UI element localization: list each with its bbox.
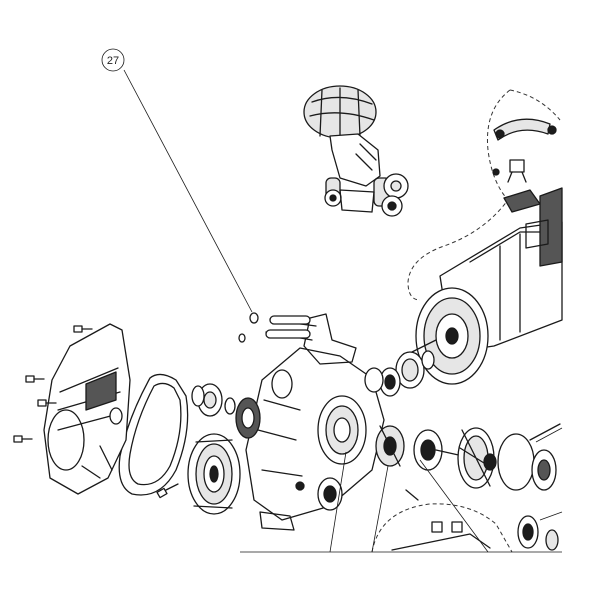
callout-27: 27 [101, 48, 253, 313]
o-ring-part [249, 312, 259, 324]
belt-cover [43, 323, 131, 495]
callout-number: 27 [107, 55, 119, 67]
screw [73, 325, 93, 333]
screw [37, 399, 57, 407]
bottom-fasteners [391, 489, 491, 551]
output-gear-assembly [413, 423, 561, 551]
detail-boundary-bottom [371, 503, 513, 553]
brush-holder [492, 118, 557, 213]
handle-grip [303, 85, 409, 217]
callout-circle [101, 48, 125, 72]
motor-housing [403, 187, 563, 385]
screw [25, 375, 45, 383]
screw [13, 435, 33, 443]
leader-lines [329, 427, 563, 553]
bevel-gear [364, 367, 405, 467]
small-pulley [171, 333, 261, 439]
callout-leader-line [123, 69, 253, 313]
pulley-wheel [187, 433, 241, 515]
cover-screws [13, 325, 179, 499]
detail-boundary-motor [407, 89, 511, 301]
screw [156, 483, 179, 499]
gear-housing [245, 313, 385, 531]
detail-boundary-top [509, 89, 561, 121]
shaft-pins [265, 315, 311, 339]
bearing-rings-motor [379, 350, 435, 397]
